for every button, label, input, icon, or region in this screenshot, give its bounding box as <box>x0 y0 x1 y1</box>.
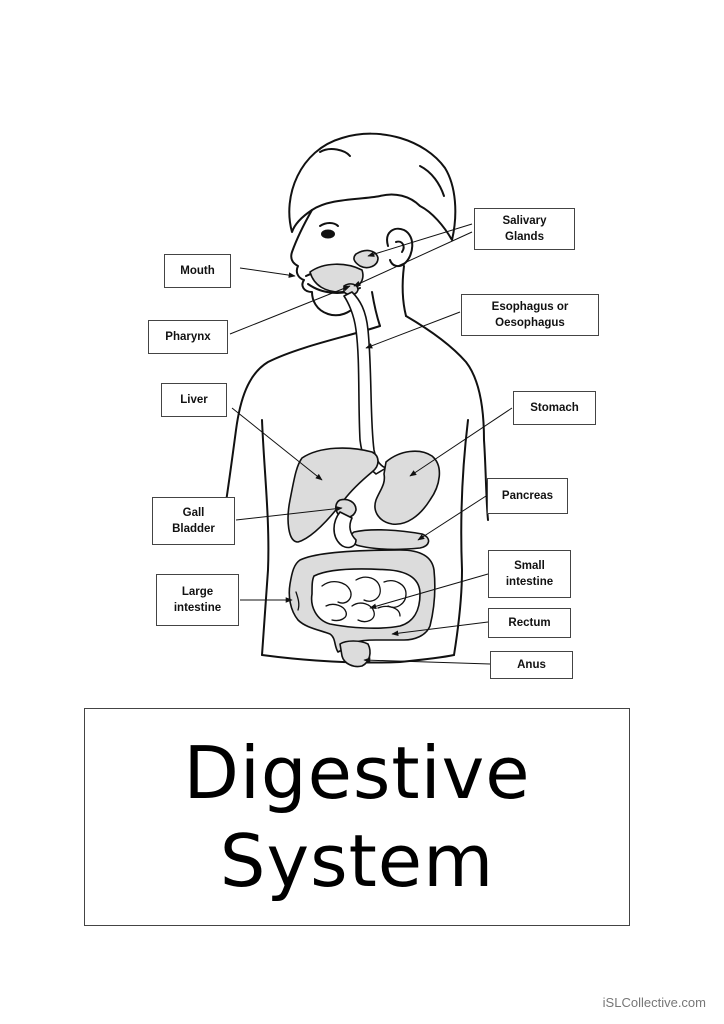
label-mouth: Mouth <box>164 254 231 288</box>
label-liver: Liver <box>161 383 227 417</box>
leader-salivary-glands-a <box>367 223 473 257</box>
leader-rectum <box>391 621 489 636</box>
label-large-intestine: Large intestine <box>156 574 239 626</box>
diagram-area: Mouth Pharynx Liver Gall Bladder Large i… <box>148 132 599 679</box>
ear-outline <box>386 227 414 268</box>
leader-liver <box>231 407 323 481</box>
leader-gall-bladder <box>235 505 343 521</box>
leader-esophagus <box>365 311 461 349</box>
label-esophagus: Esophagus or Oesophagus <box>461 294 599 336</box>
leader-pancreas <box>417 495 487 541</box>
label-anus: Anus <box>490 651 573 679</box>
body-illustration <box>223 132 513 668</box>
leader-pharynx <box>229 285 351 335</box>
title-box: Digestive System <box>84 708 630 926</box>
leader-anus <box>363 657 491 665</box>
leader-salivary-glands-b <box>353 231 473 287</box>
label-gall-bladder: Gall Bladder <box>152 497 235 545</box>
esophagus <box>343 291 387 475</box>
stomach <box>374 450 441 525</box>
label-stomach: Stomach <box>513 391 596 425</box>
duodenum <box>333 511 357 549</box>
leader-small-intestine <box>369 573 489 609</box>
label-pharynx: Pharynx <box>148 320 228 354</box>
torso-outline <box>223 325 381 516</box>
title-line-1: Digestive <box>183 731 531 815</box>
face-outline <box>290 209 357 317</box>
label-small-intestine: Small intestine <box>488 550 571 598</box>
hair-outline <box>288 132 457 241</box>
label-salivary-glands: Salivary Glands <box>474 208 575 250</box>
label-rectum: Rectum <box>488 608 571 638</box>
salivary-gland-1 <box>353 249 379 269</box>
liver <box>287 447 379 543</box>
title-line-2: System <box>219 819 495 903</box>
leader-mouth <box>239 267 296 278</box>
small-intestine <box>310 568 421 629</box>
pancreas <box>349 529 430 551</box>
leader-stomach <box>409 407 513 477</box>
label-pancreas: Pancreas <box>487 478 568 514</box>
watermark: iSLCollective.com <box>602 995 706 1010</box>
